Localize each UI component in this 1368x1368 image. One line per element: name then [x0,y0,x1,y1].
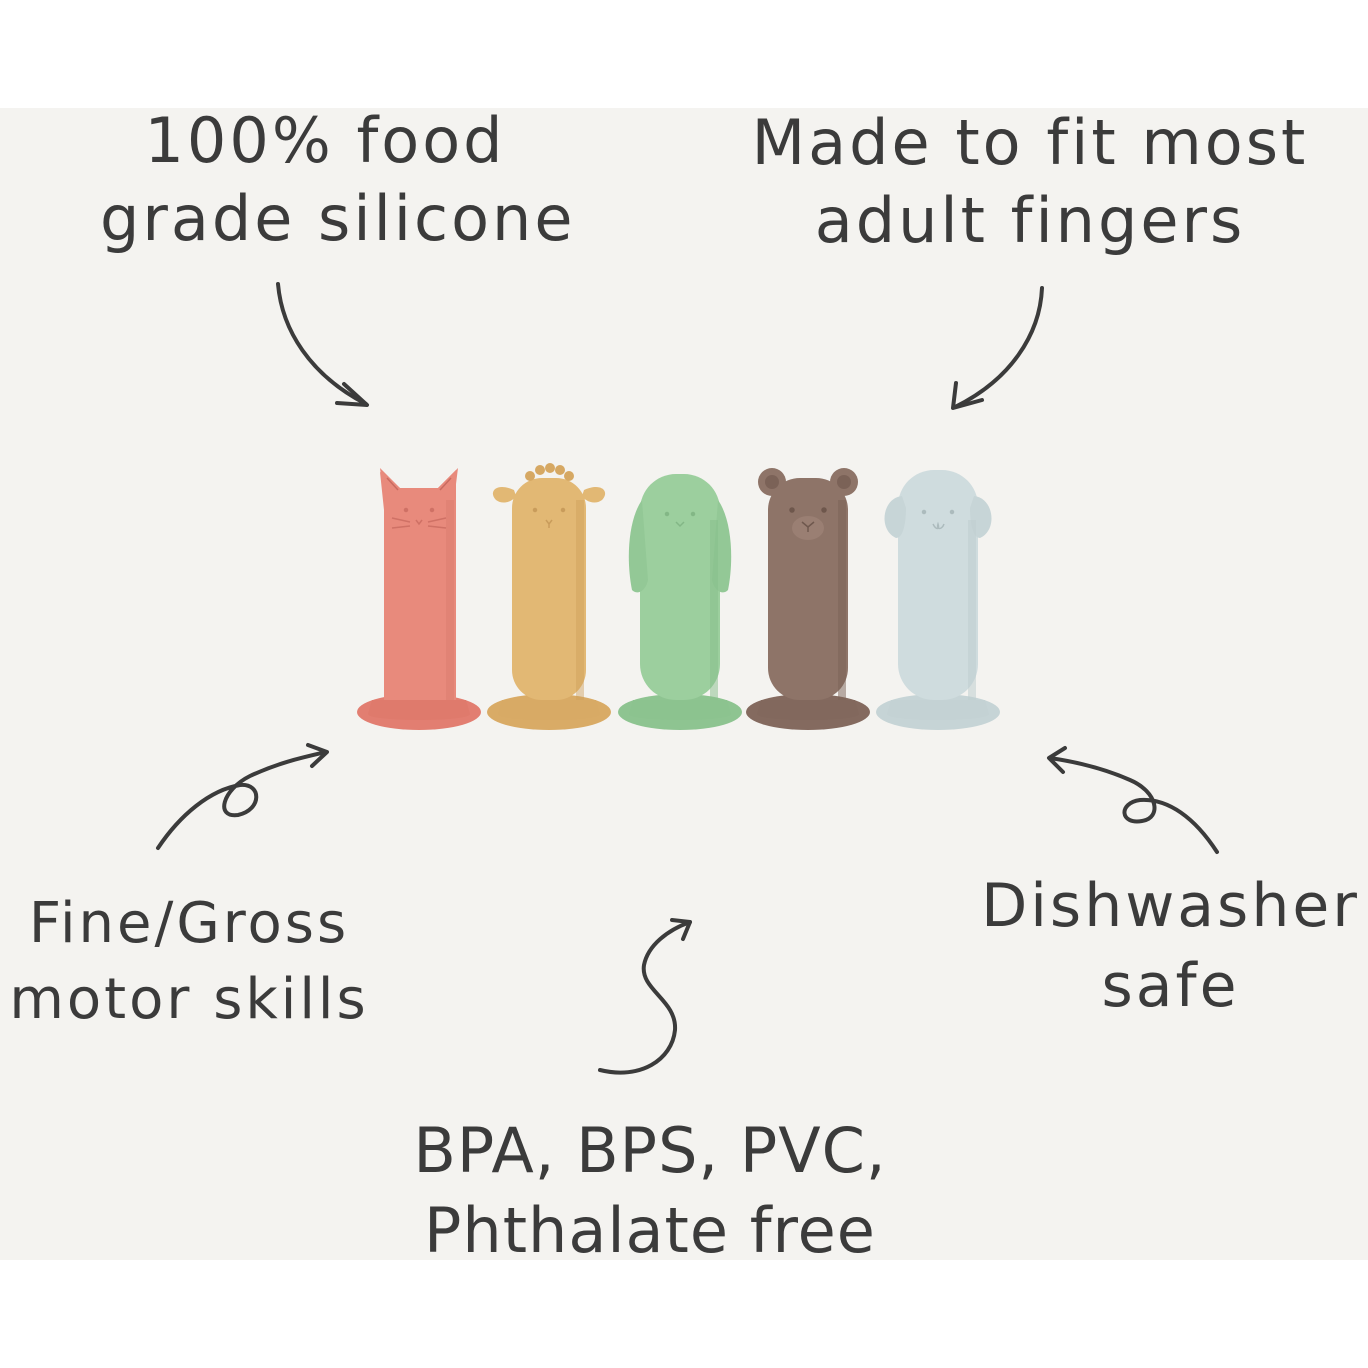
callout-line: safe [1101,951,1240,1021]
callout-line: Fine/Gross [28,891,350,956]
callout-line: grade silicone [100,182,576,255]
callout-food-grade-silicone: 100% food grade silicone [100,104,576,266]
arrow-top-right-icon [951,286,1044,410]
callout-bpa-free: BPA, BPS, PVC, Phthalate free [395,1120,905,1280]
cat-finger-toothbrush [357,468,481,730]
callout-line: BPA, BPS, PVC, [413,1114,887,1187]
arrow-loop-left-icon [156,743,329,850]
callout-line: Phthalate free [424,1194,876,1267]
arrow-top-left-icon [276,282,369,407]
arrow-squiggle-bottom-icon [598,918,692,1075]
callout-line: adult fingers [814,184,1246,257]
callout-line: 100% food [144,104,506,177]
callout-dishwasher-safe: Dishwasher safe [978,876,1363,1036]
callout-motor-skills: Fine/Gross motor skills [4,896,374,1048]
arrow-loop-right-icon [1047,746,1219,854]
bunny-finger-toothbrush [618,474,742,730]
callout-line: motor skills [9,967,369,1032]
puppy-finger-toothbrush [876,470,1000,730]
lamb-finger-toothbrush [487,463,611,730]
bear-finger-toothbrush [746,468,870,730]
callout-line: Made to fit most [751,106,1309,179]
callout-fits-adult-fingers: Made to fit most adult fingers [745,112,1315,268]
callout-line: Dishwasher [981,871,1360,941]
